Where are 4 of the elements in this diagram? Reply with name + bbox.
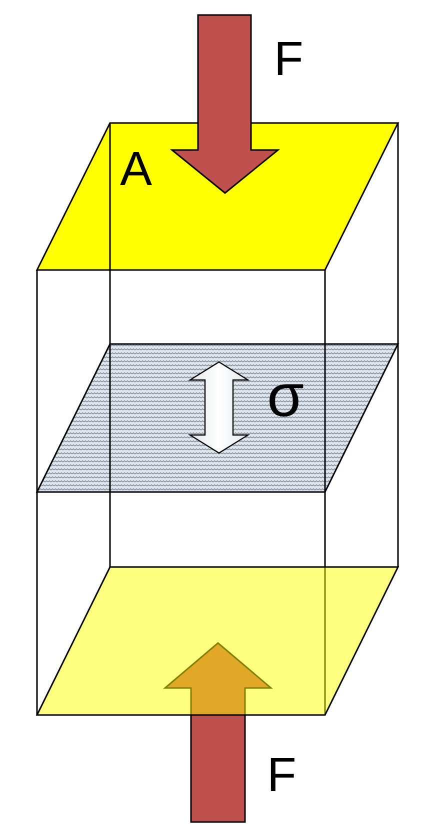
force-label: F <box>267 752 296 800</box>
stress-label: σ <box>267 366 304 426</box>
area-label: A <box>120 146 152 194</box>
force-label: F <box>274 36 304 84</box>
